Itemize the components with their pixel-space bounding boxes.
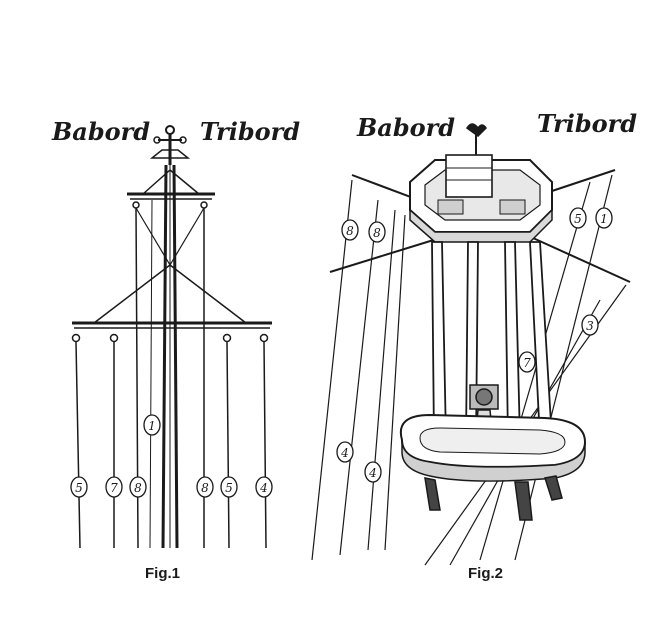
fig2-marker-number: 8 — [373, 226, 381, 240]
fig1-marker-number: 1 — [148, 419, 156, 433]
fig2-pillars — [431, 241, 553, 441]
fig2-marker: 8 — [341, 219, 359, 241]
fig1-marker-number: 8 — [134, 481, 142, 495]
fig1-marker: 8 — [129, 476, 147, 498]
fig1-marker: 5 — [220, 476, 238, 498]
fig2-marker-number: 8 — [346, 224, 354, 238]
fig2-caption: Fig.2 — [468, 565, 503, 582]
fig2-tribord-label: Tribord — [537, 109, 637, 138]
fig2-marker: 1 — [595, 207, 613, 229]
fig1-marker: 4 — [255, 476, 273, 498]
fig1-marker: 1 — [143, 414, 161, 436]
fig2-marker-number: 4 — [368, 466, 377, 480]
fig2-ornament — [465, 123, 487, 155]
fig1-marker-number: 7 — [110, 481, 118, 495]
fig2-marker-number: 3 — [586, 319, 594, 333]
fig1-marker: 7 — [105, 476, 123, 498]
fig2: Babord Tribord — [311, 109, 637, 582]
fig1-marker-number: 4 — [259, 481, 268, 495]
fig2-base — [399, 413, 587, 521]
fig1-marker-number: 5 — [75, 481, 83, 495]
fig1-tribord-label: Tribord — [200, 117, 300, 146]
fig1-markers: 5 7 8 1 8 5 4 — [70, 414, 273, 498]
fig2-marker: 4 — [364, 461, 382, 483]
fig2-marker: 8 — [368, 221, 386, 243]
fig1-marker-number: 8 — [201, 481, 209, 495]
fig1-hanging-lines — [75, 199, 267, 549]
fig2-marker-number: 7 — [523, 356, 531, 370]
fig2-marker: 3 — [581, 314, 599, 336]
fig1-marker: 8 — [196, 476, 214, 498]
fig2-marker-number: 5 — [574, 212, 582, 226]
fig1-mast — [161, 164, 179, 549]
fig1-lower-spreader — [71, 207, 272, 343]
fig2-marker: 7 — [518, 351, 536, 373]
fig1-babord-label: Babord — [51, 117, 150, 146]
fig2-top-platform — [409, 154, 553, 243]
fig2-marker-number: 1 — [600, 212, 608, 226]
fig1-mast-top — [149, 125, 191, 165]
fig2-marker: 5 — [569, 207, 587, 229]
fig1-top-crosstree — [127, 169, 215, 209]
fig1-marker: 5 — [70, 476, 88, 498]
fig2-markers: 8 8 5 1 3 7 4 — [336, 207, 613, 483]
fig2-babord-label: Babord — [356, 113, 455, 142]
fig2-marker-number: 4 — [340, 446, 349, 460]
fig1: Babord Tribord — [51, 117, 300, 582]
fig1-caption: Fig.1 — [145, 565, 180, 582]
fig1-marker-number: 5 — [225, 481, 233, 495]
fig2-marker: 4 — [336, 441, 354, 463]
